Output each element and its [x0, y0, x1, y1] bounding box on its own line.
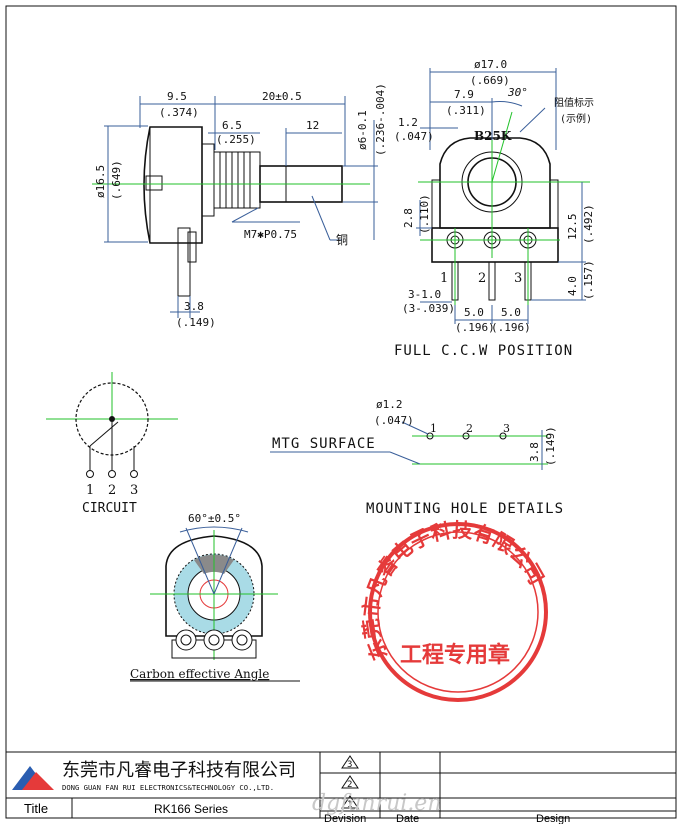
mount-hole-2 [462, 432, 470, 440]
dim-669: (.669) [470, 74, 510, 87]
carbon-angle-value: 60°±0.5° [188, 512, 241, 525]
title-value: RK166 Series [154, 802, 228, 816]
seal-center-text: 工程专用章 [400, 642, 510, 668]
mount-dim-3-8: 3.8 [528, 442, 541, 462]
side-view: 9.5 (.374) 20±0.5 6.5 (.255) 12 ø6-0.1 (… [92, 83, 387, 329]
dim-phi6-in: (.236-.004) [374, 83, 387, 156]
threaded-bushing [213, 151, 261, 209]
mounting-title: MOUNTING HOLE DETAILS [366, 501, 564, 517]
company-seal: 东莞市凡睿电子科技有限公司 工程专用章 [359, 518, 549, 702]
body-tab [145, 175, 163, 191]
dim-649: (.649) [110, 160, 123, 200]
front-pin-1: 1 [440, 271, 448, 286]
dim-311: (.311) [446, 104, 486, 117]
carbon-caption: Carbon effective Angle [130, 667, 269, 681]
front-caption: FULL C.C.W POSITION [394, 343, 573, 359]
dim-4-0: 4.0 [566, 276, 579, 296]
dim-3-039: (3-.039) [402, 302, 455, 315]
company-name-en: DONG GUAN FAN RUI ELECTRONICS&TECHNOLOGY… [62, 783, 274, 792]
title-block: 东莞市凡睿电子科技有限公司 DONG GUAN FAN RUI ELECTRON… [6, 751, 676, 824]
front-pin-3: 3 [514, 271, 522, 286]
date-label: Date [396, 813, 419, 824]
dim-5-0a: 5.0 [464, 306, 484, 319]
dim-phi1-2: ø1.2 [376, 398, 403, 411]
mount-hole-label-3: 3 [503, 422, 510, 435]
dim-12: 12 [306, 119, 319, 132]
mount-hole-1 [426, 432, 434, 440]
title-label: Title [24, 801, 48, 816]
thread-label: M7✱P0.75 [244, 228, 297, 241]
mtg-surface-label: MTG SURFACE [272, 436, 376, 452]
mount-hole-label-2: 2 [466, 422, 473, 435]
circuit-pin-3: 3 [130, 483, 138, 498]
mount-dim-047: (.047) [374, 414, 414, 427]
mount-hole-3 [499, 432, 507, 440]
resistance-label: B25K [474, 129, 512, 143]
pot-body [143, 126, 203, 244]
dim-phi6: ø6-0.1 [356, 110, 369, 150]
pin-2 [488, 261, 496, 301]
dim-110: (.110) [418, 194, 431, 234]
dim-157: (.157) [582, 260, 595, 300]
dim-196b: (.196) [491, 321, 531, 334]
mounting-holes: ø1.2 (.047) MTG SURFACE 1 2 3 3.8 (.149)… [270, 398, 564, 517]
watermark: dgfanrui.en [312, 791, 442, 816]
design-label: Design [536, 813, 570, 824]
front-body [439, 137, 551, 229]
front-view: ø17.0 (.669) 7.9 (.311) 30° 1.2 (.047) B… [394, 58, 595, 359]
front-pin-2: 2 [478, 271, 486, 286]
note-1: 阻值标示 [554, 96, 594, 109]
dim-2-8: 2.8 [402, 208, 415, 228]
dim-492: (.492) [582, 204, 595, 244]
dim-6-5: 6.5 [222, 119, 242, 132]
sheet-border [5, 5, 677, 819]
dim-255: (.255) [216, 133, 256, 146]
rev-3: 3 [347, 760, 352, 770]
dim-374: (.374) [159, 106, 199, 119]
carbon-angle-view: 60°±0.5° Carbon effective Angle [130, 512, 300, 682]
dim-5-0b: 5.0 [501, 306, 521, 319]
dim-phi16: ø16.5 [94, 165, 107, 198]
dim-047: (.047) [394, 130, 434, 143]
devision-label: Devision [324, 813, 366, 824]
mount-dim-149: (.149) [544, 426, 557, 466]
dim-3-1: 3-1.0 [408, 288, 441, 301]
dim-12-5: 12.5 [566, 214, 579, 241]
circuit-label: CIRCUIT [82, 501, 137, 516]
circuit-pin-1: 1 [86, 483, 94, 498]
rev-1: 1 [347, 800, 352, 810]
dim-149: (.149) [176, 316, 216, 329]
dim-1-2: 1.2 [398, 116, 418, 129]
mount-hole-label-1: 1 [430, 422, 437, 435]
rev-2: 2 [347, 780, 352, 790]
copper-label: 铜 [336, 232, 348, 247]
dim-196a: (.196) [455, 321, 495, 334]
note-2: (示例) [560, 112, 592, 125]
dim-3-8: 3.8 [184, 300, 204, 313]
dim-20: 20±0.5 [262, 90, 302, 103]
dim-7-9: 7.9 [454, 88, 474, 101]
circuit-symbol: 1 2 3 CIRCUIT [46, 372, 178, 516]
angle-30: 30° [507, 86, 528, 99]
dim-9-5: 9.5 [167, 90, 187, 103]
dim-phi17: ø17.0 [474, 58, 507, 71]
circuit-pin-2: 2 [108, 483, 116, 498]
company-name-cn: 东莞市凡睿电子科技有限公司 [62, 760, 296, 781]
